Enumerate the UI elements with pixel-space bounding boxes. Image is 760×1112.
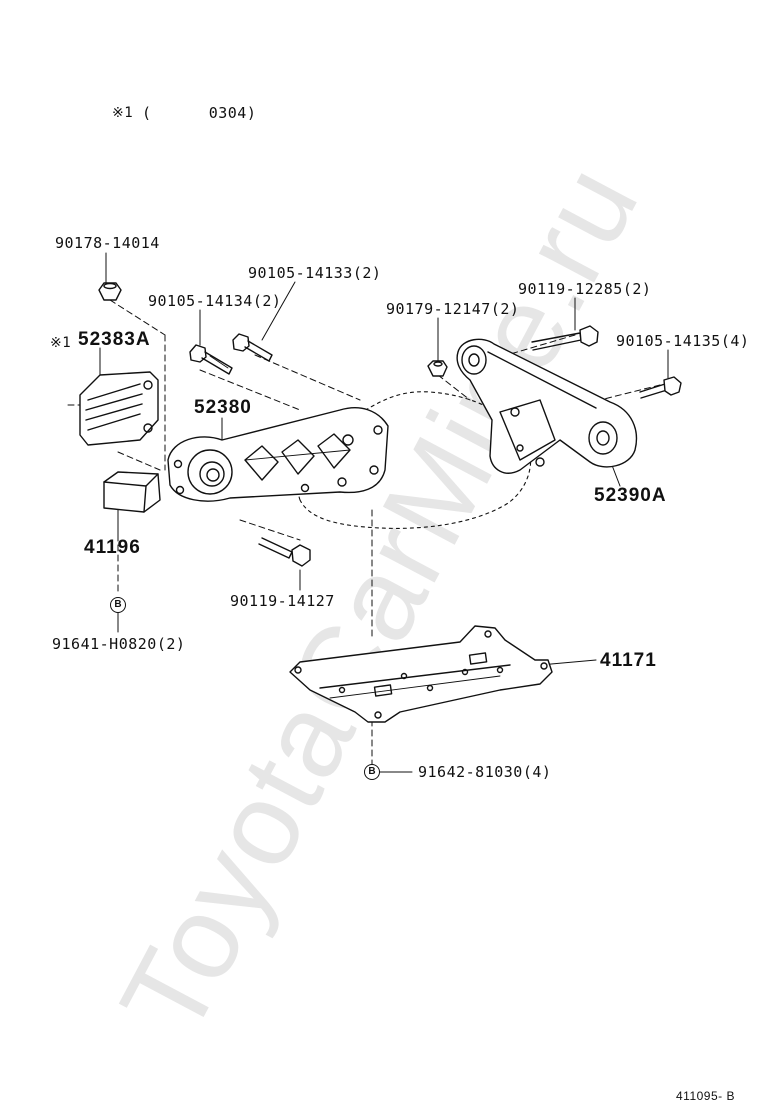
b-marker-lower: B <box>364 764 380 780</box>
bolt-90105-14135 <box>639 376 682 399</box>
nut-90179 <box>427 360 448 377</box>
mount-bracket-52383a <box>79 371 159 446</box>
note-mark: ※1 <box>112 105 134 121</box>
part-label-52380[interactable]: 52380 <box>194 397 252 418</box>
stopper-41196 <box>103 471 161 513</box>
part-label-91641-h0820[interactable]: 91641-H0820(2) <box>52 635 186 653</box>
part-label-90105-14134[interactable]: 90105-14134(2) <box>148 292 282 310</box>
diagram-code: 411095- B <box>676 1089 735 1103</box>
bolt-90105-14133 <box>232 333 273 362</box>
nut-90178 <box>98 282 122 301</box>
part-label-52383a[interactable]: 52383A <box>78 329 151 350</box>
part-label-90119-14127[interactable]: 90119-14127 <box>230 592 335 610</box>
part-label-90119-12285[interactable]: 90119-12285(2) <box>518 280 652 298</box>
bracket-52380 <box>167 407 389 502</box>
plate-41171 <box>289 625 553 723</box>
leader-lines <box>67 299 661 766</box>
part-label-90105-14133[interactable]: 90105-14133(2) <box>248 264 382 282</box>
b-marker-upper: B <box>110 597 126 613</box>
part-label-90105-14135[interactable]: 90105-14135(4) <box>616 332 750 350</box>
part-label-52390a[interactable]: 52390A <box>594 485 667 506</box>
part-label-41196[interactable]: 41196 <box>84 537 141 558</box>
part-label-90179-12147[interactable]: 90179-12147(2) <box>386 300 520 318</box>
bolt-90119-14127 <box>258 537 311 567</box>
part-label-90178-14014[interactable]: 90178-14014 <box>55 234 160 252</box>
part-label-41171[interactable]: 41171 <box>600 650 657 671</box>
rear-mount-52390a <box>456 338 638 474</box>
bolt-90119-12285 <box>531 325 599 351</box>
part-note-mark-52383a: ※1 <box>50 335 72 351</box>
bolt-90105-14134 <box>189 344 233 375</box>
part-label-91642-81030[interactable]: 91642-81030(4) <box>418 763 552 781</box>
note-range: ( 0304) <box>142 104 257 122</box>
